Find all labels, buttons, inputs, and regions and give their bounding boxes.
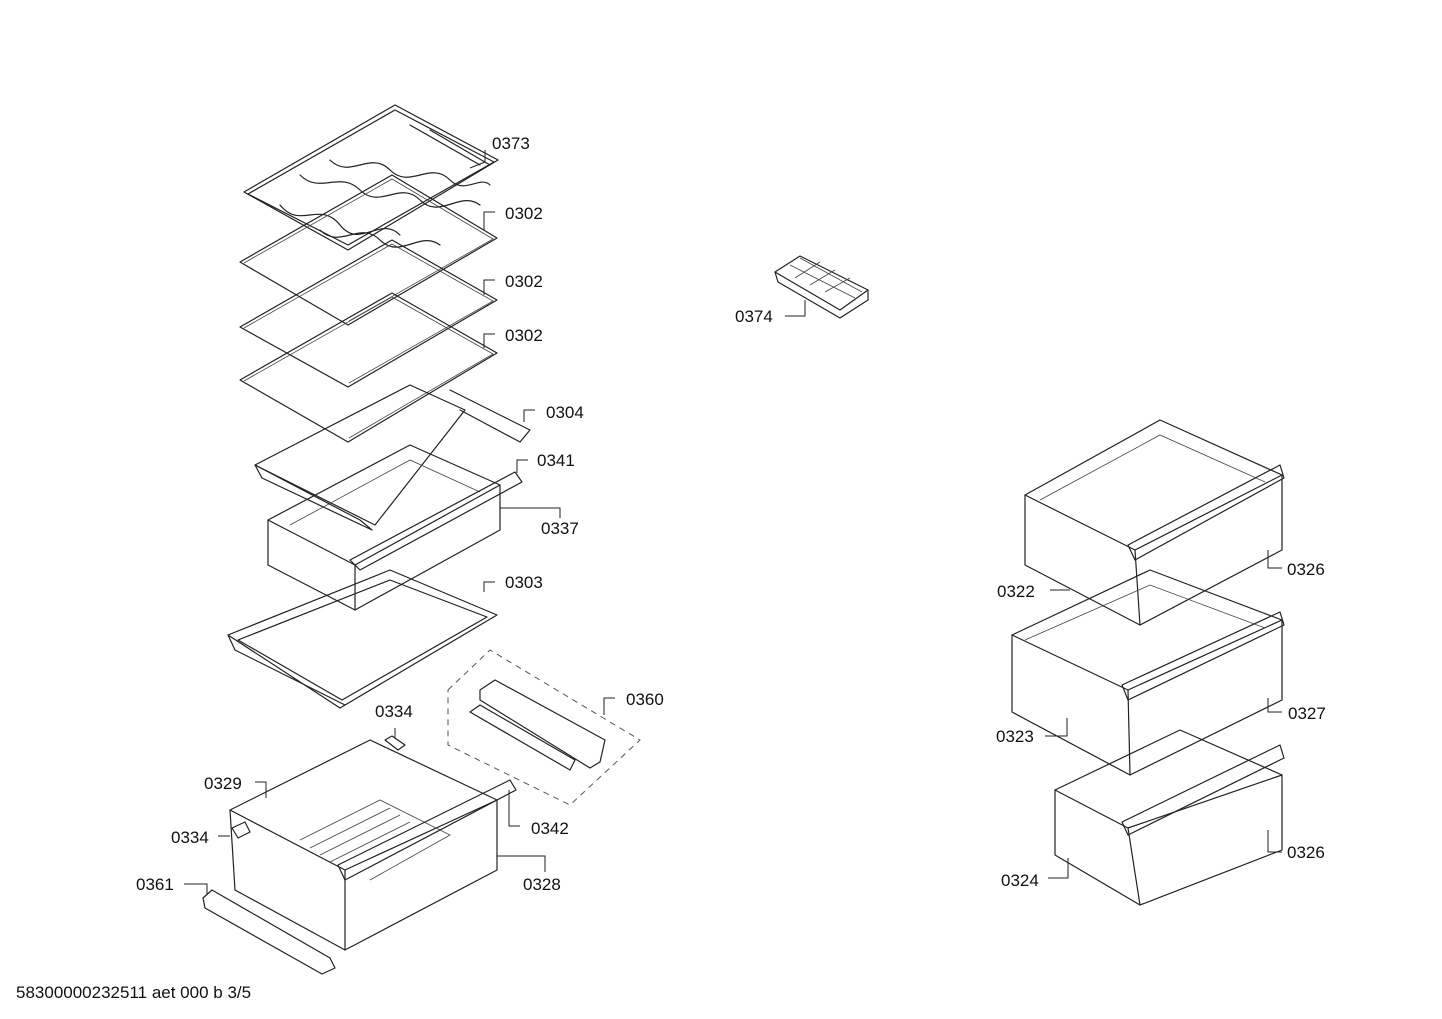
callout-0329: 0329	[204, 774, 242, 793]
callout-0328: 0328	[523, 875, 561, 894]
part-glass-shelf-3	[239, 292, 498, 443]
callout-0302-b: 0302	[505, 272, 543, 291]
part-clip-top	[384, 735, 406, 751]
callout-0360: 0360	[626, 690, 664, 709]
callout-0373: 0373	[492, 134, 530, 153]
callout-0326-top: 0326	[1287, 560, 1325, 579]
callout-0302-a: 0302	[505, 204, 543, 223]
callout-0334-top: 0334	[375, 702, 413, 721]
part-drawer-cover	[254, 384, 531, 526]
part-drawer-handle	[202, 889, 336, 975]
part-glass-shelf-1	[239, 174, 498, 326]
callout-0302-c: 0302	[505, 326, 543, 345]
callout-0361: 0361	[136, 875, 174, 894]
callout-0327: 0327	[1288, 704, 1326, 723]
leader-lines	[184, 150, 1282, 895]
callout-0323: 0323	[996, 727, 1034, 746]
part-crisper-drawer	[254, 444, 523, 611]
part-freezer-drawer-top	[1024, 419, 1285, 626]
callout-0342: 0342	[531, 819, 569, 838]
callout-0334-side: 0334	[171, 828, 209, 847]
callout-0303: 0303	[505, 573, 543, 592]
part-ice-tray	[774, 255, 869, 319]
callout-0341: 0341	[537, 451, 575, 470]
callout-0304: 0304	[546, 403, 584, 422]
part-freezer-drawer-middle	[1011, 569, 1285, 776]
part-freezer-drawer-bottom	[1054, 729, 1285, 906]
part-shelf-tray	[227, 569, 498, 709]
part-large-drawer	[229, 739, 517, 951]
callout-0324: 0324	[1001, 871, 1039, 890]
callout-0374: 0374	[735, 307, 773, 326]
part-glass-shelf-2	[239, 239, 498, 388]
part-wine-rack	[243, 104, 499, 251]
document-footer-code: 58300000232511 aet 000 b 3/5	[16, 983, 251, 1002]
callout-0322: 0322	[997, 582, 1035, 601]
callout-0326-bottom: 0326	[1287, 843, 1325, 862]
part-rail-set	[447, 649, 641, 806]
callout-0337: 0337	[541, 519, 579, 538]
